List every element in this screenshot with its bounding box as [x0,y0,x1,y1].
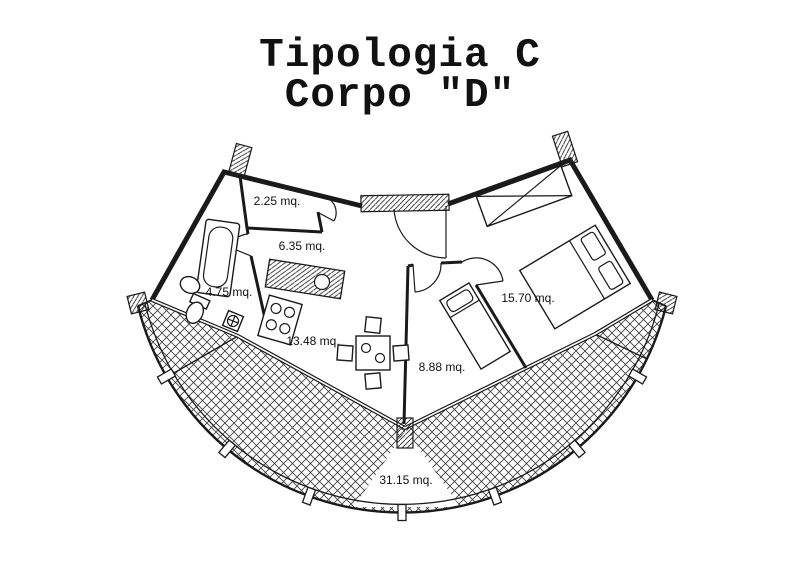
railing-post [301,486,317,506]
wall-closet-right [316,211,324,233]
drawing-title-line2: Corpo "D" [285,73,515,119]
closet-door-leaf [318,212,335,222]
entrance-threshold [360,193,450,213]
railing-posts [156,368,648,522]
main-bedroom-door-leaf [475,280,504,286]
railing-post [627,368,648,385]
furniture [179,164,632,390]
terrace-area [126,291,678,522]
terrace-area-label: 31.15 mq. [379,473,432,487]
chimney-left [227,142,253,180]
bathtub [195,218,241,298]
terrace-joint-right [594,333,648,360]
small-bedroom-door-swing [414,262,442,293]
wall-hall-stub-right [440,260,463,265]
terrace-end-pillar-right [654,291,678,315]
wall-bath-stub [245,227,250,235]
chimney-right [551,130,579,168]
dining-chair [336,344,354,362]
railing-post [217,439,237,459]
living-kitchen-area-label: 13.48 mq. [286,334,339,348]
railing-post [397,503,407,522]
toilet [185,292,211,325]
washbasin [179,275,201,295]
railing-post [156,368,177,385]
outer-walls [149,130,655,449]
hallway-area-label: 6.35 mq. [279,239,326,253]
terrace-joint-left [166,335,239,378]
closet-door-swing [315,195,337,222]
washing-machine [221,309,245,333]
wall-hall-stub-left [407,263,414,268]
table-plate [360,342,372,354]
wall-closet-bottom [246,226,323,234]
wall-top-left [149,169,363,302]
room-labels: 2.25 mq. 6.35 mq. 4.75 mq. 13.48 mq. 8.8… [206,194,555,487]
dining-chair [392,344,410,362]
small-bedroom-door-leaf [412,263,416,293]
double-bed [518,224,632,330]
railing-post [487,486,503,506]
apartment-floor [152,160,652,428]
drawing-title-line1: Tipologia C [259,33,541,79]
bathroom-area-label: 4.75 mq. [206,285,253,299]
railing-post [567,439,587,459]
entrance-door-swing [393,208,447,259]
table-plate [374,352,386,364]
wardrobe [475,164,573,228]
dining-table [355,335,391,371]
main-bedroom-area-label: 15.70 mq. [501,291,554,305]
small-bedroom-area-label: 8.88 mq. [419,360,466,374]
kitchen-sink [313,273,331,291]
terrace-end-pillar-left [126,291,150,315]
stove [257,294,303,346]
wall-closet-left [238,175,249,229]
main-bedroom-door-swing [461,257,504,282]
dining-chair [363,315,383,335]
dining-set [336,315,410,390]
wall-bedrooms-divider [474,284,528,369]
dining-chair [364,372,382,390]
single-bed [438,281,512,371]
closet-area-label: 2.25 mq. [254,194,301,208]
terrace-label-clearing [354,430,460,507]
